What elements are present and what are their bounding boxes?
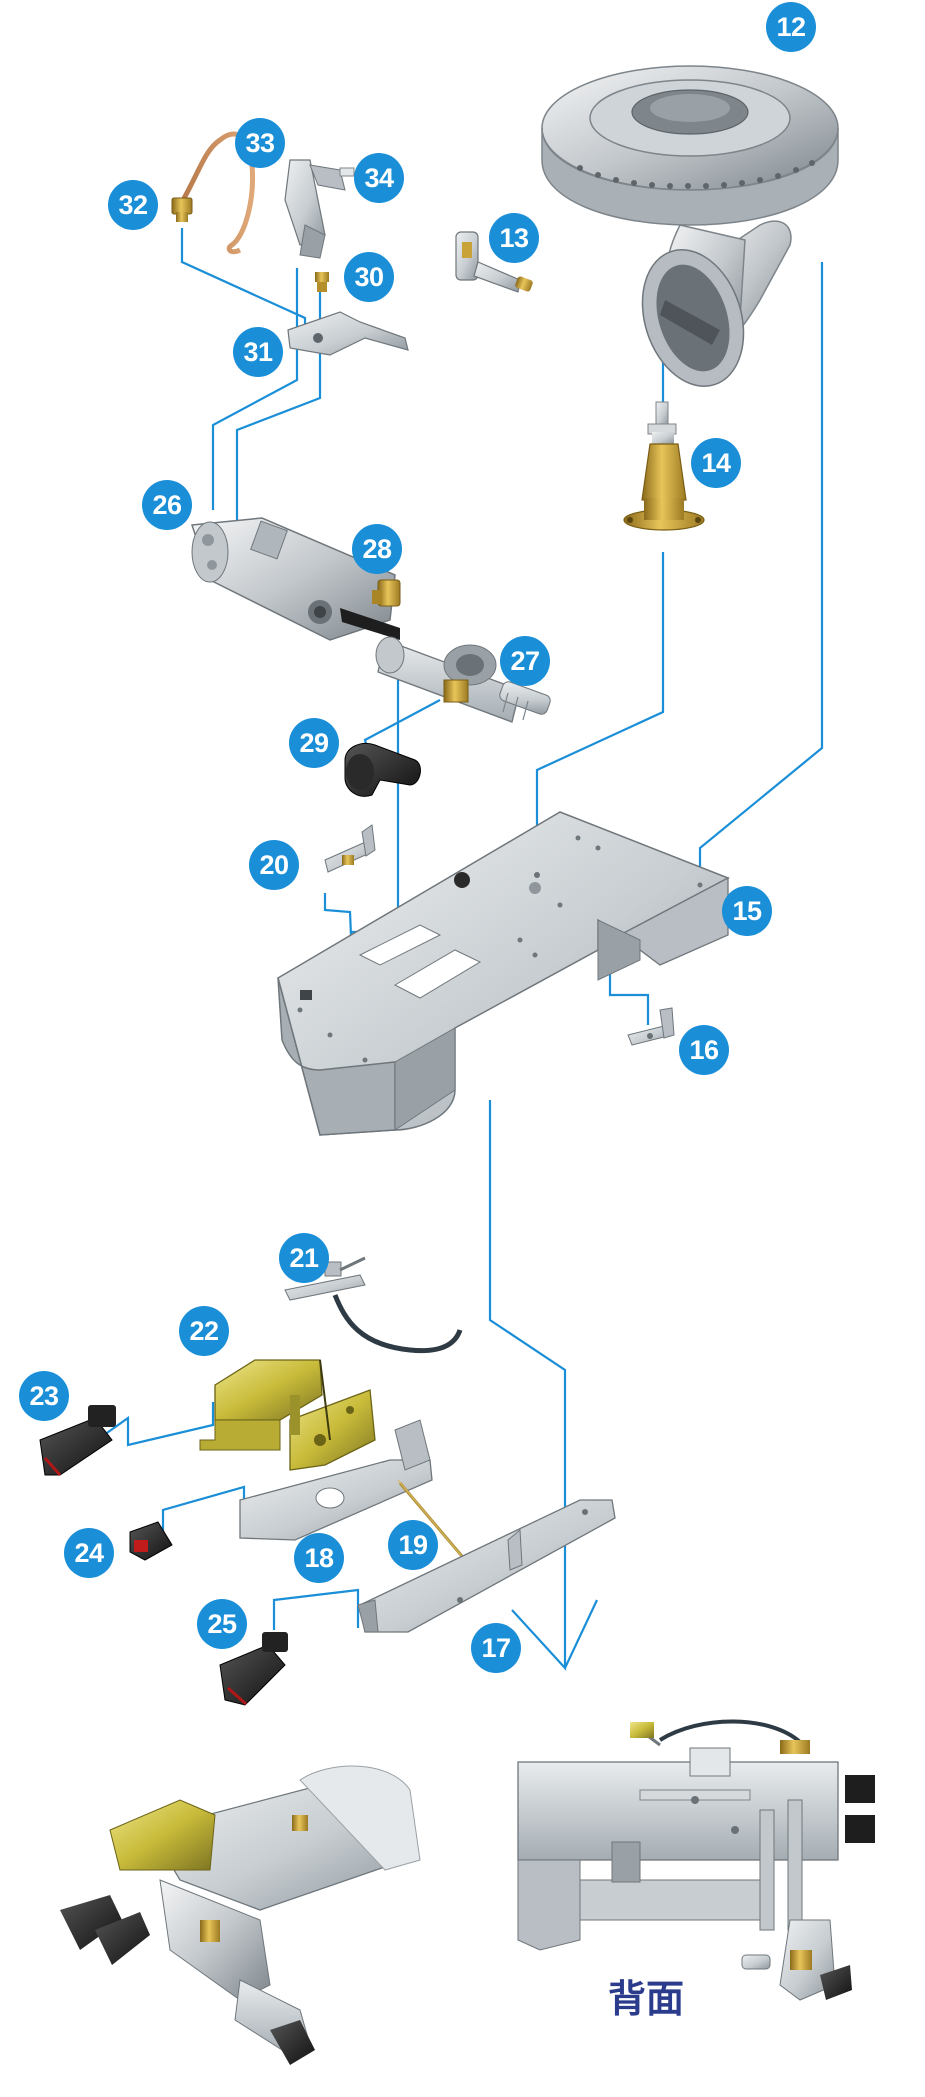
- callout-21: 21: [279, 1233, 329, 1283]
- callout-32: 32: [108, 180, 158, 230]
- valve-outlet-pipe: [375, 636, 551, 723]
- callout-26: 26: [142, 480, 192, 530]
- angle-bracket: [324, 824, 376, 873]
- assembled-view: [60, 1765, 421, 2065]
- callout-22: 22: [179, 1306, 229, 1356]
- burner-head: [541, 65, 839, 387]
- callout-16: 16: [679, 1025, 729, 1075]
- micro-switch: [129, 1521, 173, 1561]
- small-bracket: [627, 1007, 675, 1046]
- callout-15: 15: [722, 886, 772, 936]
- callout-25: 25: [197, 1599, 247, 1649]
- back-view: [517, 1719, 875, 2001]
- callout-33: 33: [235, 118, 285, 168]
- callout-34: 34: [354, 153, 404, 203]
- callout-14: 14: [691, 438, 741, 488]
- callout-24: 24: [64, 1528, 114, 1578]
- injector-nozzle: [623, 401, 705, 531]
- control-knob: [344, 743, 421, 797]
- callout-12: 12: [766, 2, 816, 52]
- switch-mount-plate: [239, 1419, 433, 1541]
- brass-fitting: [372, 579, 401, 607]
- valve-bracket: [199, 1359, 376, 1471]
- nozzle-elbow: [455, 231, 533, 293]
- lower-rail-bracket: [357, 1499, 616, 1633]
- callout-27: 27: [500, 636, 550, 686]
- ignition-bracket: [284, 159, 355, 259]
- back-view-caption: 背面: [608, 1977, 685, 2021]
- callout-19: 19: [388, 1520, 438, 1570]
- push-button: [39, 1405, 116, 1476]
- callout-28: 28: [352, 524, 402, 574]
- gas-valve-body: [190, 517, 400, 641]
- callout-18: 18: [294, 1533, 344, 1583]
- callout-17: 17: [471, 1623, 521, 1673]
- base-frame: [277, 811, 730, 1136]
- callout-29: 29: [289, 718, 339, 768]
- mounting-plate: [287, 311, 409, 356]
- callout-13: 13: [489, 213, 539, 263]
- callout-30: 30: [344, 252, 394, 302]
- push-button-2: [219, 1632, 288, 1706]
- small-nut: [315, 272, 329, 292]
- callout-23: 23: [19, 1371, 69, 1421]
- callout-20: 20: [249, 840, 299, 890]
- callout-31: 31: [233, 327, 283, 377]
